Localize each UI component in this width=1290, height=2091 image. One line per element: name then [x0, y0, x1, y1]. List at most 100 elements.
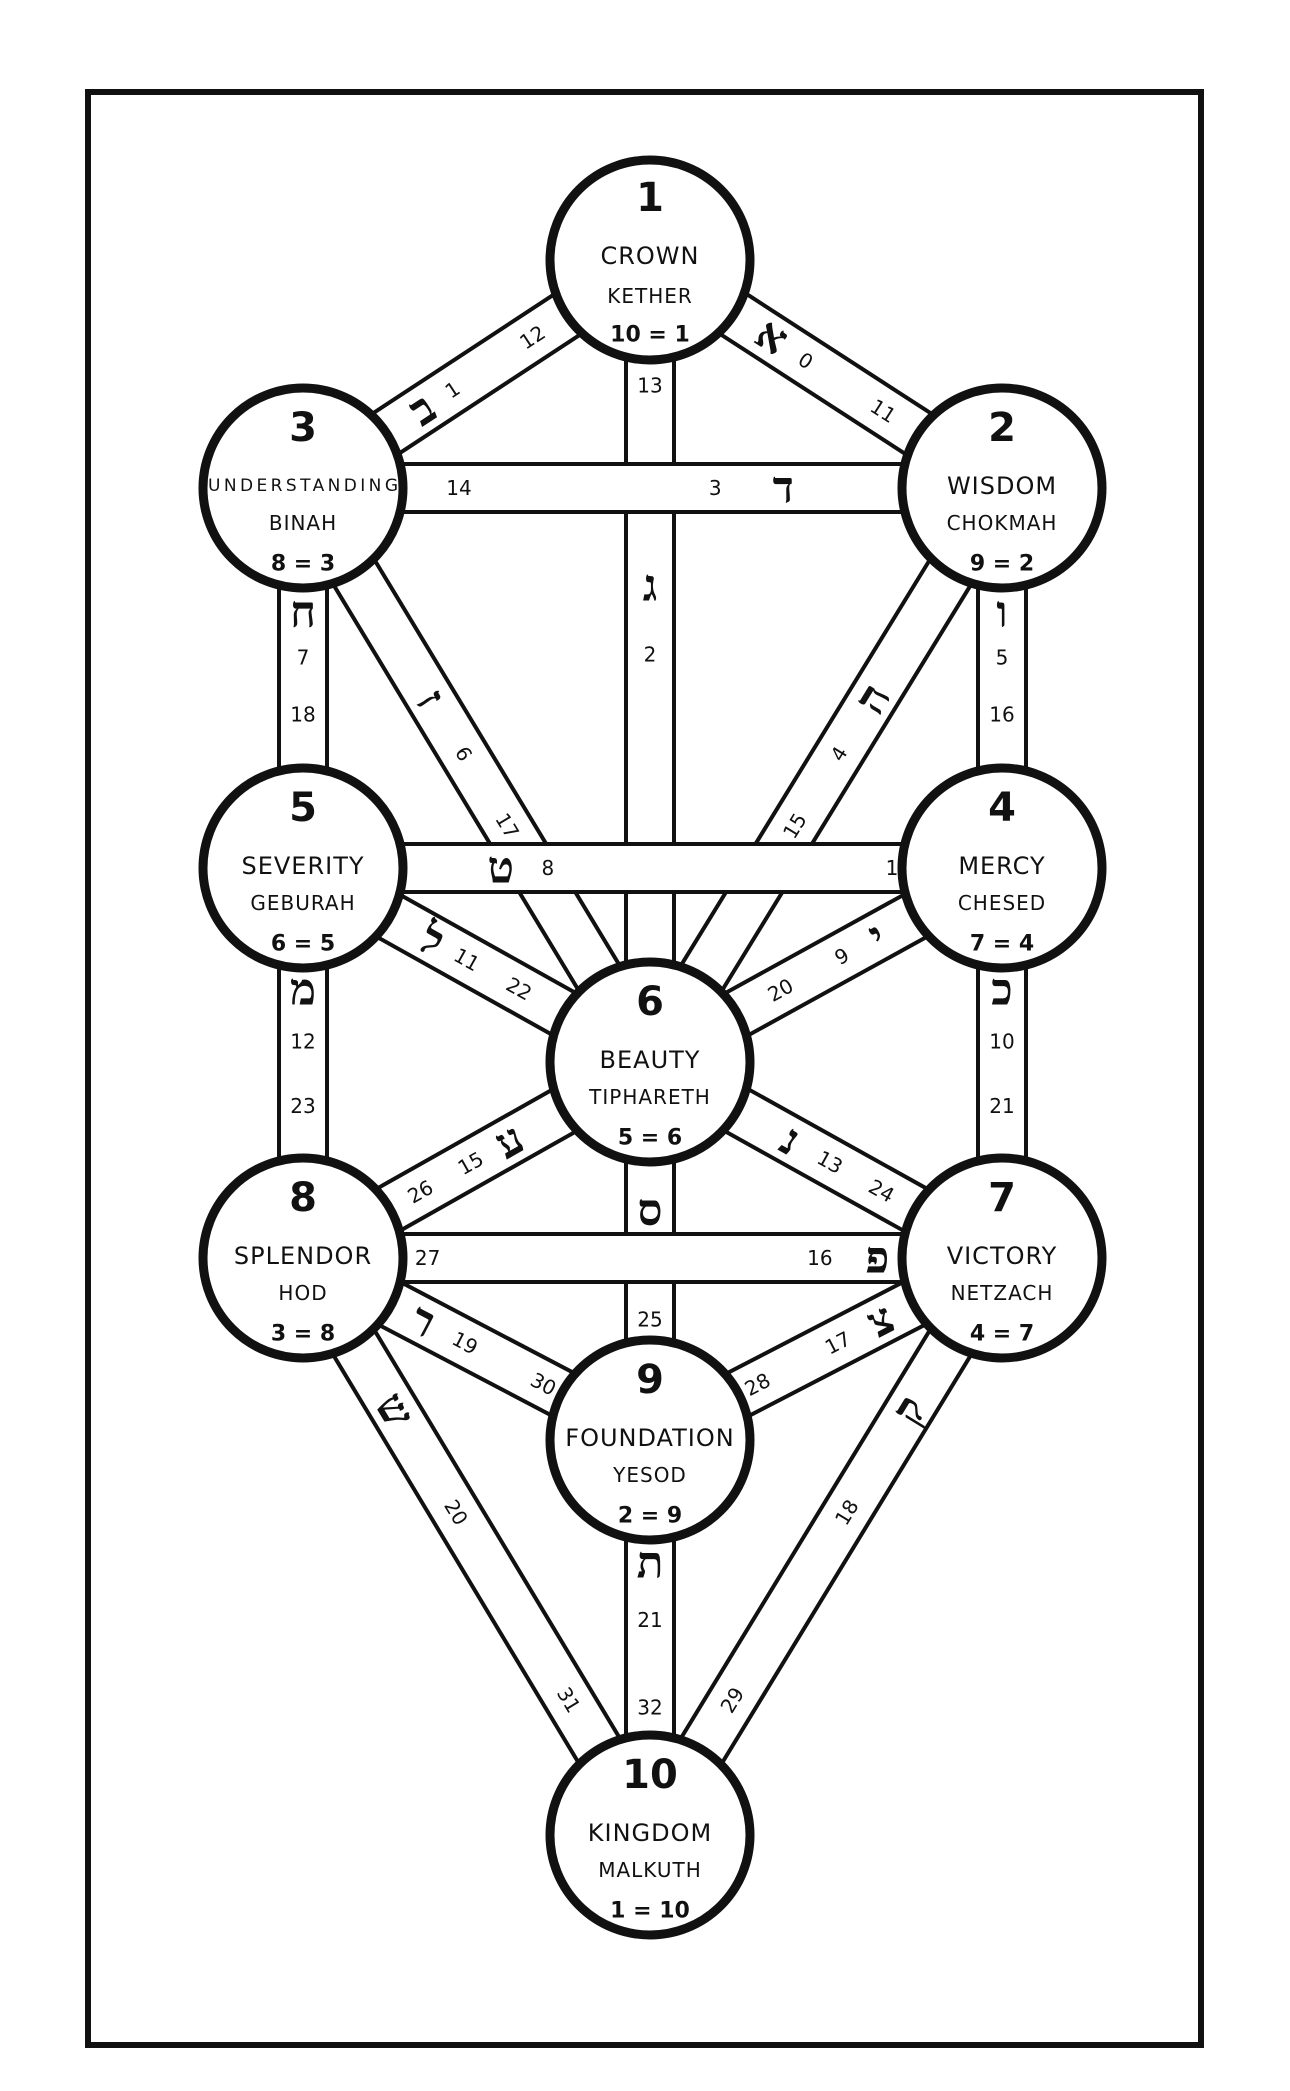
sephirah-name: FOUNDATION	[565, 1424, 734, 1452]
path-4-7: כ 10 21	[976, 954, 1028, 1172]
sephirah-name: SPLENDOR	[234, 1242, 372, 1270]
sephirah-equation: 5 = 6	[618, 1126, 682, 1151]
sephirah-hebrew-name: CHESED	[958, 891, 1046, 915]
sephirah-hebrew-name: TIPHARETH	[588, 1085, 711, 1109]
sephirah-name: VICTORY	[947, 1242, 1058, 1270]
sephirah-circle	[897, 763, 1107, 973]
sephirah-circle	[897, 383, 1107, 593]
sephirah-equation: 4 = 7	[970, 1322, 1034, 1347]
sephirah-number: 5	[289, 785, 317, 831]
sephirah-number: 8	[289, 1175, 317, 1221]
path-letter: ס	[637, 1185, 662, 1236]
sephirah-hebrew-name: BINAH	[269, 511, 337, 535]
sephirah-hebrew-name: GEBURAH	[250, 891, 355, 915]
sephirah-circle	[545, 1730, 755, 1940]
sephirah-number: 10	[622, 1752, 678, 1798]
path-tarot-number: 8	[542, 856, 555, 880]
sephirah-name: WISDOM	[947, 472, 1057, 500]
sephirah-equation: 9 = 2	[970, 552, 1034, 577]
path-letter: ג	[643, 560, 658, 611]
sephirah-number: 7	[988, 1175, 1016, 1221]
sephirah-hebrew-name: CHOKMAH	[947, 511, 1058, 535]
path-band	[360, 285, 593, 463]
sephirah-name: KINGDOM	[588, 1819, 712, 1847]
path-letter: ח	[290, 587, 316, 638]
sephirah-circle	[545, 957, 755, 1167]
path-number: 18	[290, 703, 315, 727]
path-2-4: ו 5 16	[976, 574, 1028, 782]
path-letter: פ	[865, 1233, 889, 1284]
sephirah-name: SEVERITY	[241, 852, 364, 880]
sephirah-number: 2	[988, 405, 1016, 451]
path-number: 23	[290, 1094, 315, 1118]
path-letter: ו	[996, 587, 1007, 638]
diagram-frame	[85, 89, 1204, 2048]
path-number: 27	[415, 1246, 440, 1270]
sephirah-equation: 3 = 8	[271, 1322, 335, 1347]
path-band	[389, 1232, 916, 1284]
path-tarot-number: 16	[807, 1246, 832, 1270]
path-band	[389, 842, 916, 894]
path-number: 13	[637, 374, 662, 398]
sephirah-circle	[198, 1153, 408, 1363]
path-tarot-number: 2	[644, 643, 657, 667]
path-5-8: מ 12 23	[277, 954, 329, 1172]
sephirah-circle	[545, 1335, 755, 1545]
path-tarot-number: 10	[989, 1030, 1014, 1054]
path-number: 25	[637, 1308, 662, 1332]
path-band	[708, 284, 944, 464]
path-4-5: ט819	[389, 842, 916, 894]
sephirah-hebrew-name: MALKUTH	[598, 1858, 702, 1882]
sephirah-circle	[897, 1153, 1107, 1363]
sephirah-number: 4	[988, 785, 1016, 831]
path-number: 32	[637, 1696, 662, 1720]
sephirah-circle	[198, 763, 408, 973]
sephirah-equation: 10 = 1	[610, 323, 690, 348]
sephirah-circle	[545, 155, 755, 365]
sephirah-hebrew-name: YESOD	[612, 1463, 687, 1487]
path-letter: ט	[488, 843, 515, 894]
sephirah-number: 3	[289, 405, 317, 451]
sephirah-number: 6	[636, 979, 664, 1025]
path-7-8: פ 16 27	[389, 1232, 916, 1284]
path-tarot-number: 5	[996, 646, 1009, 670]
path-tarot-number: 12	[290, 1030, 315, 1054]
path-tarot-number: 21	[637, 1608, 662, 1632]
path-letter: כ	[991, 965, 1013, 1016]
sephirah-equation: 2 = 9	[618, 1504, 682, 1529]
sephirah-equation: 1 = 10	[610, 1899, 690, 1924]
sephirah-circle	[198, 383, 408, 593]
sephirah-name: MERCY	[958, 852, 1045, 880]
sephirah-hebrew-name: HOD	[278, 1281, 327, 1305]
sephirah-name: UNDERSTANDING	[208, 476, 398, 496]
sephirah-equation: 8 = 3	[271, 552, 335, 577]
path-number: 16	[989, 703, 1014, 727]
sephirah-name: CROWN	[600, 242, 699, 270]
sephirah-name: BEAUTY	[600, 1046, 701, 1074]
path-letter: ד	[773, 463, 794, 514]
sephirah-number: 9	[636, 1357, 664, 1403]
path-tarot-number: 3	[709, 476, 722, 500]
sephirah-equation: 6 = 5	[271, 932, 335, 957]
sephirah-hebrew-name: KETHER	[607, 284, 693, 308]
path-letter: מ	[290, 965, 316, 1016]
path-number: 21	[989, 1094, 1014, 1118]
